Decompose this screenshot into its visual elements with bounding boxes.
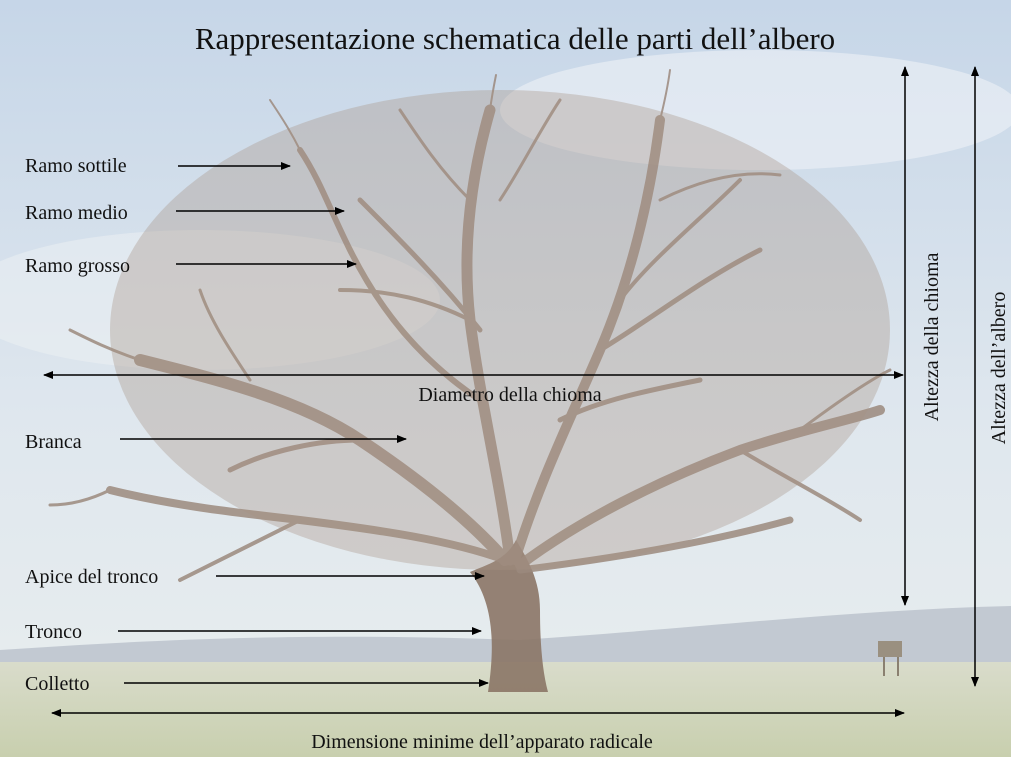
cloud xyxy=(0,230,440,370)
label-apice-tronco: Apice del tronco xyxy=(25,566,158,588)
label-branca: Branca xyxy=(25,431,82,453)
diagram-title: Rappresentazione schematica delle parti … xyxy=(195,21,835,56)
tree-canopy-twigs xyxy=(110,90,890,570)
tree-trunk xyxy=(470,540,548,692)
cloud xyxy=(500,50,1011,170)
label-apparato-radicale: Dimensione minime dell’apparato radicale xyxy=(311,731,653,753)
label-altezza-albero: Altezza dell’albero xyxy=(988,292,1010,445)
tree xyxy=(48,69,892,692)
label-ramo-grosso: Ramo grosso xyxy=(25,255,130,277)
label-altezza-chioma: Altezza della chioma xyxy=(921,252,943,421)
label-diametro-chioma: Diametro della chioma xyxy=(418,384,601,406)
signboard xyxy=(878,641,902,657)
label-ramo-medio: Ramo medio xyxy=(25,202,128,224)
label-colletto: Colletto xyxy=(25,673,89,695)
label-ramo-sottile: Ramo sottile xyxy=(25,155,127,177)
label-tronco: Tronco xyxy=(25,621,82,643)
